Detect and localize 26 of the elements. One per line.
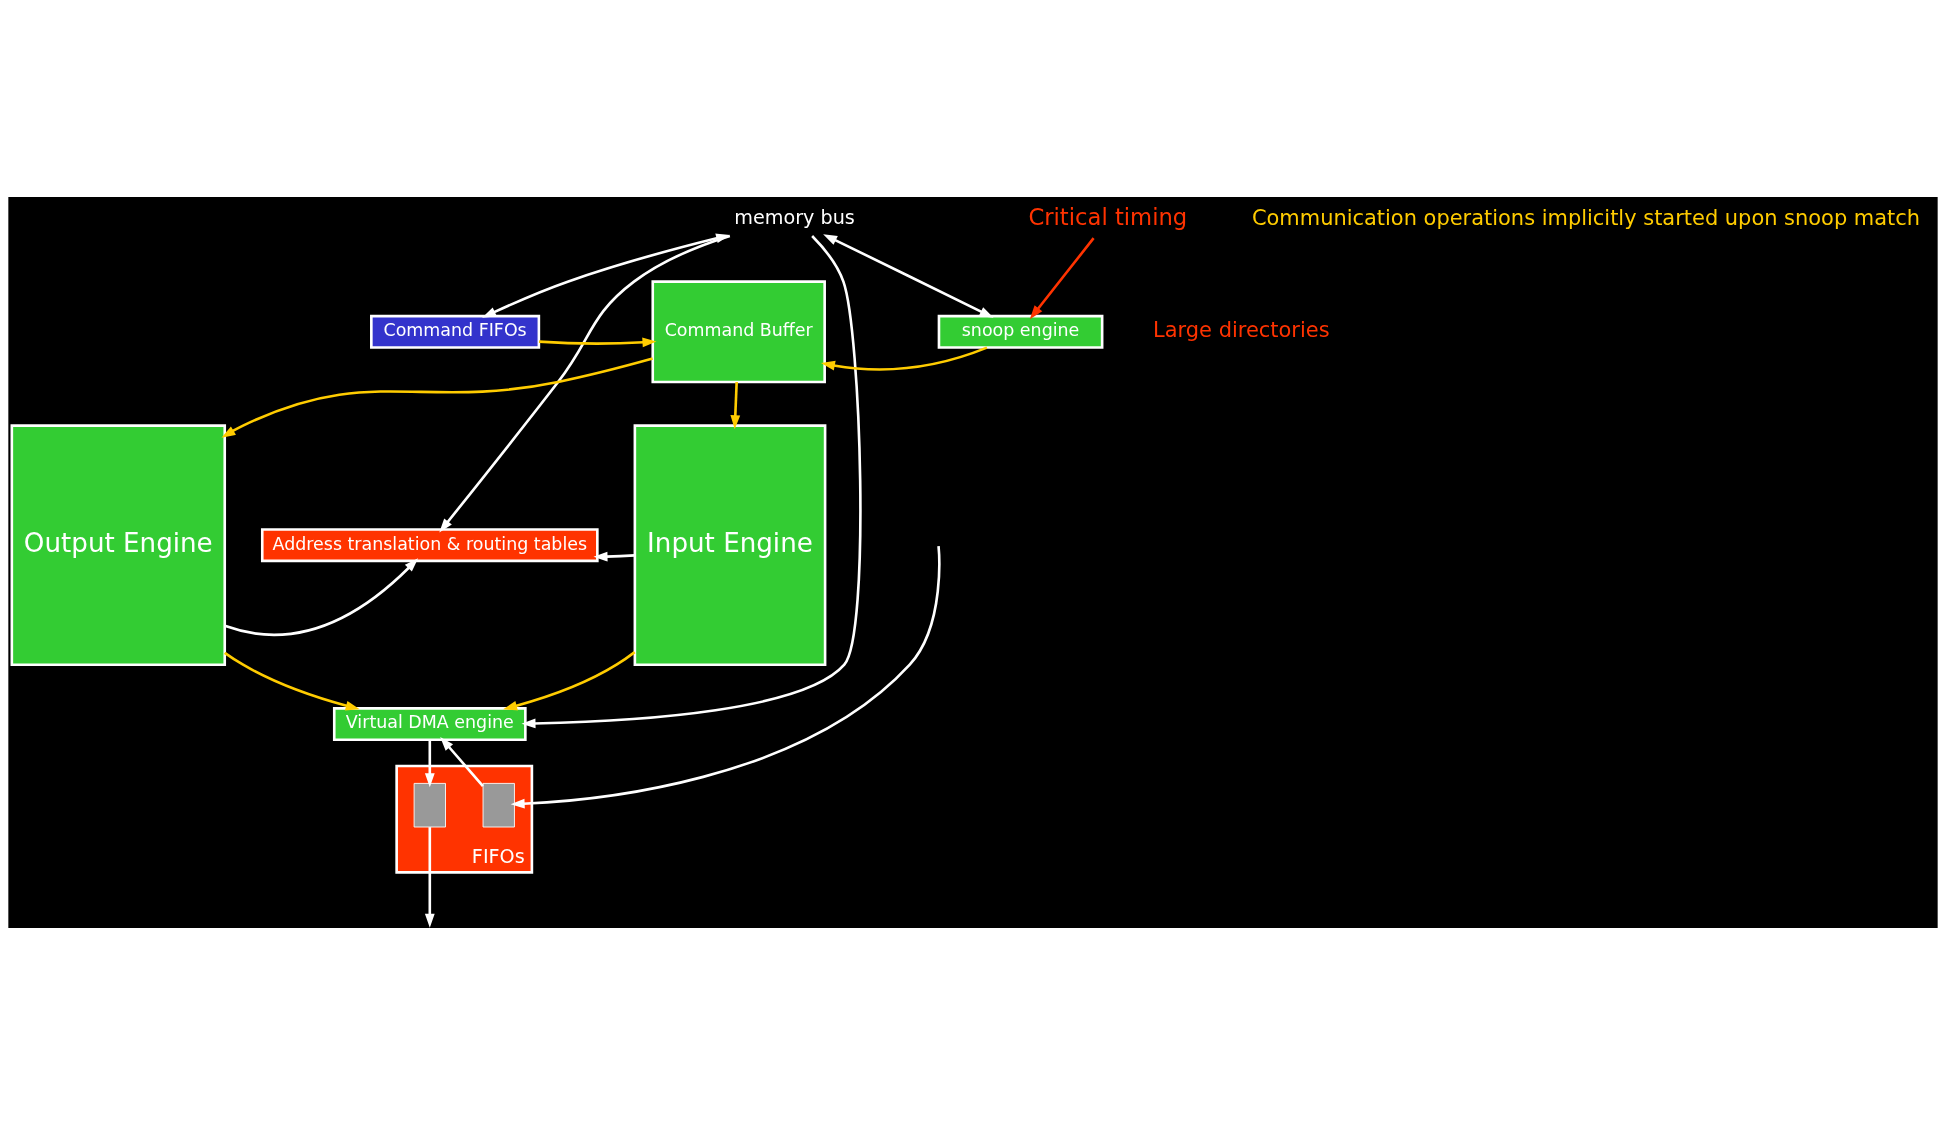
node-box: Input Engine: [633, 423, 827, 666]
label: Large directories: [1153, 317, 1330, 342]
arrow: [224, 557, 419, 636]
arrow: [424, 739, 435, 787]
node-box: [482, 782, 515, 827]
label: Communication operations implicitly started upon snoop match: [1251, 205, 1921, 230]
node-box: snoop engine: [937, 314, 1104, 349]
arrow: [823, 233, 994, 318]
arrow: [1029, 236, 1095, 319]
node-box: [413, 782, 446, 827]
node-box: Command FIFOs: [370, 314, 541, 349]
arrow: [503, 650, 636, 710]
arrow: [224, 651, 360, 710]
node-text: Critical timing: [1028, 203, 1188, 230]
arrow: [593, 551, 635, 561]
node-box: Output Engine: [10, 423, 227, 666]
node-text: memory bus: [734, 205, 855, 229]
arrow: [730, 381, 741, 429]
arrow: [510, 545, 941, 809]
node-box: Command Buffer: [651, 279, 826, 383]
arrow: [538, 337, 657, 347]
cluster: FIFOs: [395, 764, 534, 874]
node-box: Address translation & routing tables: [260, 527, 599, 562]
arrow: [221, 356, 653, 438]
node-box: Virtual DMA engine: [332, 706, 527, 741]
arrow: [820, 345, 988, 371]
